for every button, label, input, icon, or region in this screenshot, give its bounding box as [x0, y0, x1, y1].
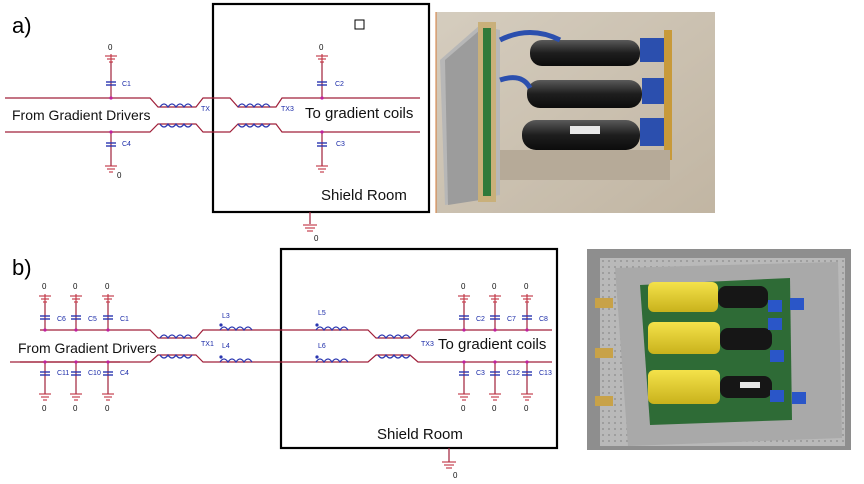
ground-zero-label: 0	[42, 282, 47, 291]
ground-icon	[70, 294, 82, 303]
capacitor-label: C4	[122, 141, 131, 148]
ground-icon	[39, 393, 51, 401]
capacitor-label: C2	[335, 81, 344, 88]
ground-zero-label: 0	[108, 43, 113, 52]
ground-icon	[105, 54, 117, 63]
ground-zero-label: 0	[319, 43, 324, 52]
ground-icon	[303, 224, 317, 232]
capacitor-label: C2	[476, 316, 485, 323]
ground-icon	[458, 393, 470, 401]
ground-zero-label: 0	[524, 282, 529, 291]
capacitor-icon	[103, 360, 113, 394]
capacitor-label: C13	[539, 370, 552, 377]
inductor-icon	[219, 326, 253, 332]
marker-square-icon	[354, 19, 365, 30]
transformer-label: TX	[201, 106, 210, 113]
panel-b-label: b)	[12, 255, 32, 280]
ground-icon	[489, 393, 501, 401]
ground-icon	[102, 393, 114, 401]
inductor-icon	[315, 358, 349, 364]
to-coils-label: To gradient coils	[305, 105, 413, 122]
ground-icon	[70, 393, 82, 401]
capacitor-icon	[106, 130, 116, 166]
ground-icon	[102, 294, 114, 303]
ground-zero-label: 0	[453, 471, 458, 480]
filter-photo-b	[587, 249, 851, 450]
ground-zero-label: 0	[524, 404, 529, 413]
inductor-label: L4	[222, 343, 230, 350]
capacitor-label: C5	[88, 316, 97, 323]
transformer-coil-icon	[159, 103, 193, 109]
capacitor-label: C1	[122, 81, 131, 88]
ground-zero-label: 0	[73, 404, 78, 413]
inductor-label: L6	[318, 343, 326, 350]
ground-zero-label: 0	[105, 282, 110, 291]
capacitor-label: C4	[120, 370, 129, 377]
ground-zero-label: 0	[117, 171, 122, 180]
capacitor-label: C3	[336, 141, 345, 148]
inductor-label: L3	[222, 313, 230, 320]
ground-zero-label: 0	[492, 282, 497, 291]
shield-room-box	[211, 2, 431, 214]
panel-a: a) TX TX3 0 C1	[5, 2, 715, 243]
ground-zero-label: 0	[73, 282, 78, 291]
capacitor-icon	[317, 62, 327, 100]
ground-zero-label: 0	[42, 404, 47, 413]
capacitor-icon	[103, 303, 113, 332]
panel-b: b) TX1 TX3 L3 L4 L5 L6 0C60C50C10C110C10…	[10, 247, 851, 480]
capacitor-icon	[71, 303, 81, 332]
capacitor-icon	[490, 360, 500, 394]
to-coils-label: To gradient coils	[438, 336, 546, 353]
capacitor-label: C7	[507, 316, 516, 323]
ground-zero-label: 0	[105, 404, 110, 413]
ground-icon	[458, 294, 470, 303]
shield-room-label: Shield Room	[377, 426, 463, 443]
ground-icon	[442, 461, 456, 469]
capacitor-icon	[522, 360, 532, 394]
ground-zero-label: 0	[461, 404, 466, 413]
ground-icon	[316, 165, 328, 173]
capacitor-icon	[459, 303, 469, 332]
capacitor-icon	[40, 303, 50, 332]
capacitor-icon	[106, 62, 116, 100]
capacitor-icon	[522, 303, 532, 332]
capacitor-label: C3	[476, 370, 485, 377]
capacitor-label: C1	[120, 316, 129, 323]
capacitor-label: C8	[539, 316, 548, 323]
ground-icon	[521, 393, 533, 401]
shield-room-label: Shield Room	[321, 187, 407, 204]
filter-photo-a	[435, 12, 715, 213]
capacitor-icon	[490, 303, 500, 332]
ground-zero-label: 0	[461, 282, 466, 291]
ground-icon	[521, 294, 533, 303]
from-drivers-label: From Gradient Drivers	[18, 340, 156, 356]
capacitor-icon	[40, 360, 50, 394]
shield-room-box	[279, 247, 559, 450]
transformer-label: TX1	[201, 341, 214, 348]
capacitor-label: C11	[57, 370, 69, 377]
ground-icon	[105, 165, 117, 173]
capacitor-label: C10	[88, 370, 101, 377]
inductor-icon	[315, 326, 349, 332]
inductor-icon	[219, 358, 253, 364]
ground-icon	[316, 54, 328, 63]
ground-zero-label: 0	[492, 404, 497, 413]
transformer-label: TX3	[421, 341, 434, 348]
capacitor-label: C6	[57, 316, 66, 323]
from-drivers-label: From Gradient Drivers	[12, 107, 150, 123]
capacitor-icon	[459, 360, 469, 394]
ground-icon	[39, 294, 51, 303]
capacitor-icon	[71, 360, 81, 394]
capacitor-icon	[317, 130, 327, 166]
ground-icon	[489, 294, 501, 303]
inductor-label: L5	[318, 310, 326, 317]
transformer-label: TX3	[281, 106, 294, 113]
ground-zero-label: 0	[314, 234, 319, 243]
panel-a-label: a)	[12, 13, 32, 38]
capacitor-label: C12	[507, 370, 520, 377]
